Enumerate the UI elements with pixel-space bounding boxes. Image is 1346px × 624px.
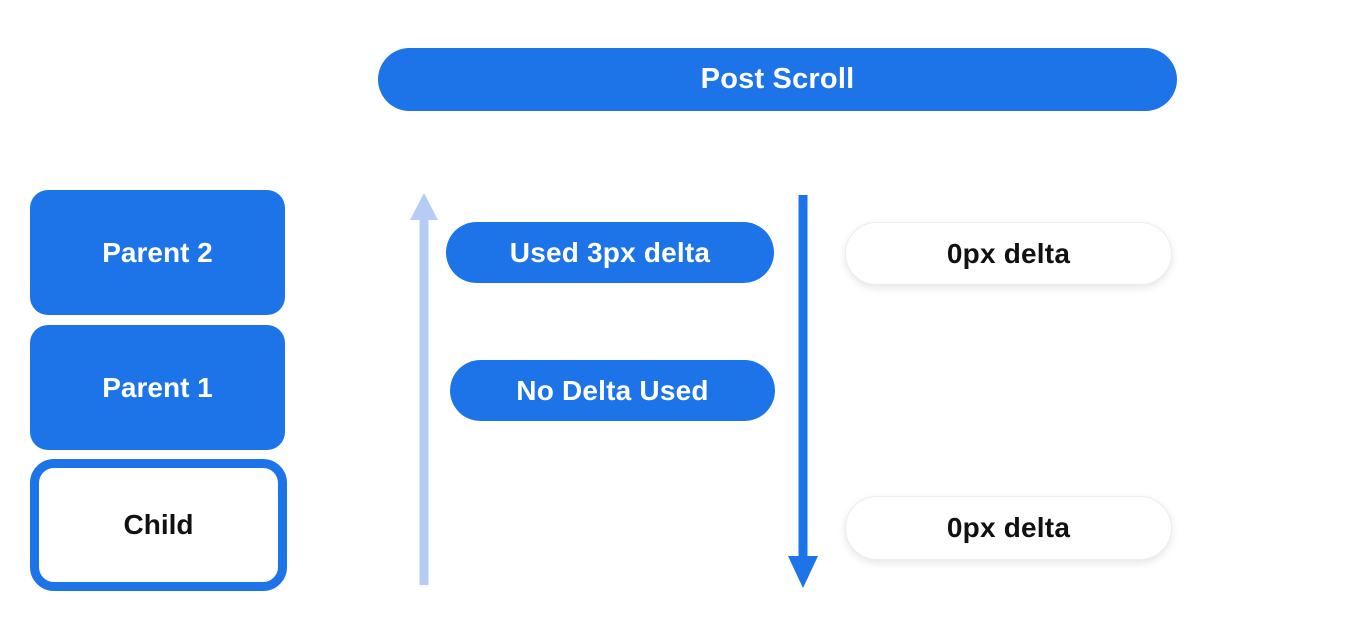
- used-delta-pill: Used 3px delta: [446, 222, 774, 283]
- parent2-box: Parent 2: [30, 190, 285, 315]
- parent1-box: Parent 1: [30, 325, 285, 450]
- zero-delta-pill-bottom: 0px delta: [845, 496, 1172, 560]
- no-delta-label: No Delta Used: [516, 374, 709, 406]
- down-arrow-icon: [788, 195, 818, 588]
- child-label: Child: [123, 509, 194, 540]
- child-box: Child: [30, 459, 287, 591]
- zero-delta-top-label: 0px delta: [946, 237, 1071, 269]
- zero-delta-bottom-label: 0px delta: [946, 512, 1071, 543]
- diagram-title: Post Scroll: [700, 63, 855, 95]
- no-delta-pill: No Delta Used: [450, 360, 775, 421]
- diagram-title-pill: Post Scroll: [378, 48, 1177, 111]
- up-arrow-icon: [410, 193, 438, 585]
- parent1-label: Parent 1: [102, 371, 213, 403]
- parent2-label: Parent 2: [102, 236, 213, 268]
- zero-delta-pill-top: 0px delta: [845, 222, 1172, 285]
- used-delta-label: Used 3px delta: [509, 236, 711, 268]
